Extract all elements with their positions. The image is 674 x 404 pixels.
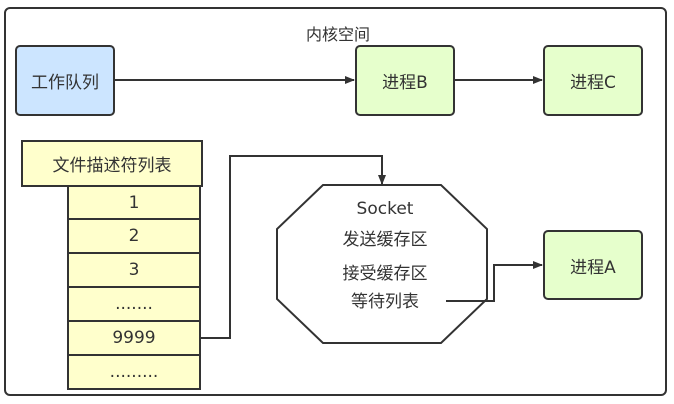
work-queue-box: 工作队列 — [15, 45, 115, 116]
fd-row-label: 1 — [128, 192, 140, 213]
fd-table-header: 文件描述符列表 — [21, 140, 203, 187]
fd-row-label: ......... — [109, 362, 159, 382]
fd-row: ......... — [67, 356, 201, 390]
fd-row: 9999 — [67, 322, 201, 356]
process-b-box: 进程B — [355, 45, 455, 116]
socket-title: Socket — [356, 199, 414, 219]
socket-recv-buffer: 接受缓存区 — [342, 264, 428, 284]
process-c-box: 进程C — [543, 45, 643, 116]
fd-row-label: 3 — [128, 260, 140, 280]
socket-wait-queue: 等待列表 — [351, 292, 419, 312]
arrow-fd-9999-to-socket — [201, 155, 386, 339]
process-b-label: 进程B — [382, 73, 428, 93]
kernel-space-container — [4, 7, 667, 396]
fd-row: 2 — [67, 220, 201, 254]
work-queue-label: 工作队列 — [31, 73, 99, 93]
socket-octagon — [276, 184, 488, 344]
socket-send-buffer: 发送缓存区 — [342, 230, 428, 250]
fd-table-header-label: 文件描述符列表 — [52, 156, 172, 176]
fd-table-list: 1 2 3 ....... 9999 ......... — [67, 185, 201, 390]
process-a-box: 进程A — [543, 230, 643, 300]
kernel-space-title: 内核空间 — [305, 25, 370, 44]
process-c-label: 进程C — [570, 73, 616, 93]
fd-row-label: 2 — [128, 226, 140, 246]
fd-row: 1 — [67, 185, 201, 220]
process-a-label: 进程A — [570, 257, 616, 278]
arrow-waitqueue-to-process-a — [446, 261, 543, 302]
fd-row: 3 — [67, 254, 201, 288]
fd-row-label: 9999 — [112, 328, 156, 348]
fd-row-label: ....... — [115, 294, 153, 314]
fd-row: ....... — [67, 288, 201, 322]
